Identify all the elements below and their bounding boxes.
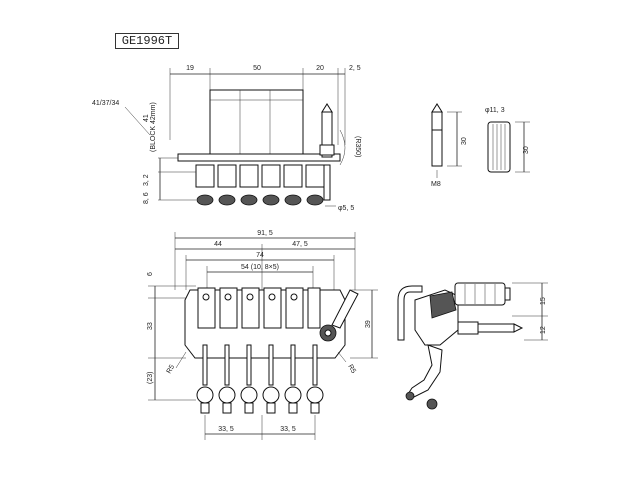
side-arm	[397, 285, 423, 341]
dim-3-2: 3, 2	[143, 174, 150, 186]
knob-detail-view: φ11, 3 30	[485, 107, 530, 173]
side-knob	[454, 282, 506, 306]
dim-right-39: 39	[365, 320, 372, 328]
dim-bottom-right: 33, 5	[280, 426, 296, 433]
dim-19: 19	[186, 65, 194, 72]
dim-total-width: 91, 5	[257, 230, 273, 237]
dim-47-5: 47, 5	[292, 241, 308, 248]
dim-2-5: 2, 5	[349, 65, 361, 72]
tremolo-arm	[331, 289, 359, 329]
top-elevation-view: 19 50 20 2, 5	[92, 65, 361, 212]
plan-tuner-shafts	[202, 344, 318, 386]
plan-fine-tuner-knobs	[196, 386, 324, 414]
dim-side-15: 15	[540, 297, 547, 305]
side-view: 15 12	[397, 282, 548, 410]
dim-left-23: (23)	[147, 372, 154, 384]
sustain-block	[209, 89, 304, 155]
dim-left-33: 33	[147, 322, 154, 330]
dim-44: 44	[214, 241, 222, 248]
dim-bottom-left: 33, 5	[218, 426, 234, 433]
screw-body	[431, 129, 443, 167]
post-diameter-label: φ5, 5	[338, 205, 354, 212]
screw-detail-view: 30 M8	[431, 103, 468, 188]
plan-saddles	[197, 287, 321, 329]
base-plate	[177, 153, 341, 162]
side-fine-tuner	[407, 344, 443, 399]
radius-label: (R350)	[354, 136, 361, 157]
angle-label: 41/37/34	[92, 100, 119, 107]
dim-left-6: 6	[147, 272, 154, 276]
saddle-row	[195, 164, 325, 188]
dim-side-12: 12	[540, 326, 547, 334]
radius-left: R5	[166, 364, 177, 375]
radius-right: R5	[346, 364, 357, 375]
plan-view: 91, 5 44 47, 5 74 54 (10, 8×5)	[147, 230, 378, 440]
dim-20: 20	[316, 65, 324, 72]
dim-8-6: 8, 6	[143, 192, 150, 204]
knob-diameter-label: φ11, 3	[485, 107, 505, 114]
block-label: (BLOCK 42mm)	[150, 102, 157, 152]
side-screw	[477, 323, 515, 333]
dim-string-spacing: 54 (10, 8×5)	[241, 264, 279, 271]
model-number-label: GE1996T	[115, 33, 179, 49]
dim-74: 74	[256, 252, 264, 259]
screw-thread-label: M8	[431, 181, 441, 188]
dim-50: 50	[253, 65, 261, 72]
knob-body	[487, 121, 511, 173]
block-value: 41	[143, 114, 150, 122]
fine-tuner-row	[196, 194, 324, 206]
knob-height-label: 30	[523, 146, 530, 154]
screw-height-label: 30	[461, 137, 468, 145]
